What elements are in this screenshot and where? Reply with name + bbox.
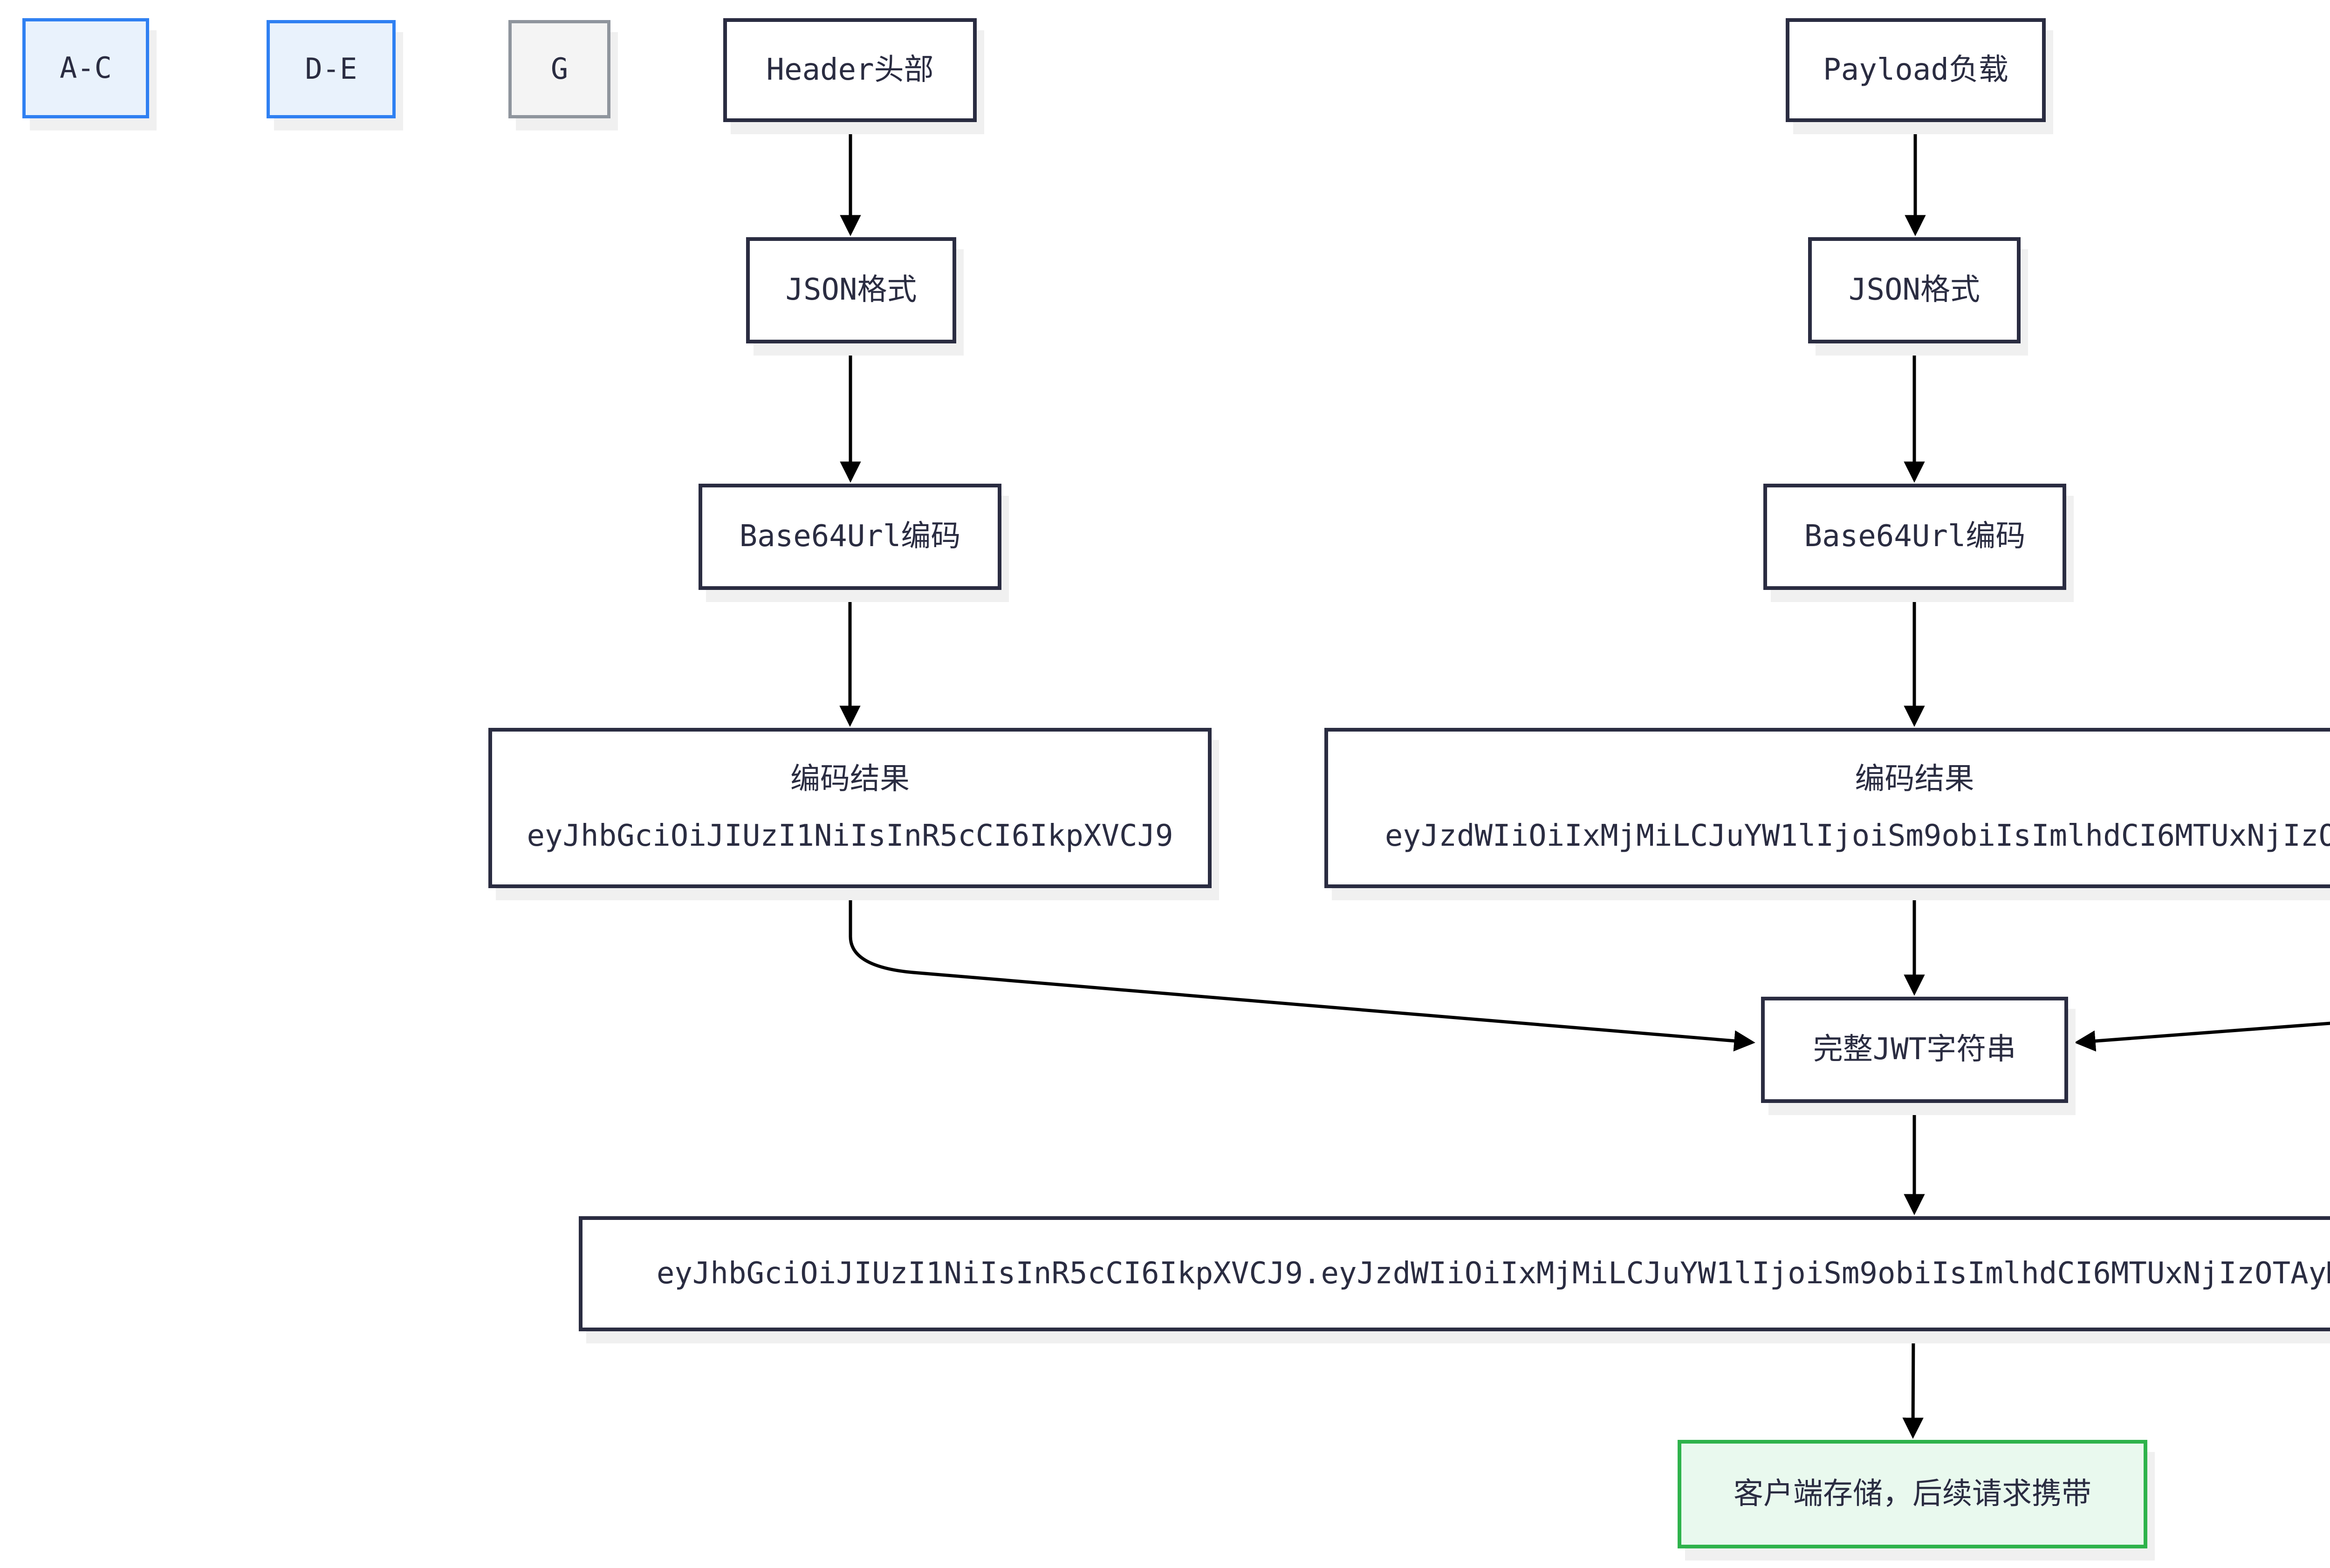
legend-node-d-e: D-E <box>267 20 396 118</box>
legend-node-g: G <box>508 20 610 118</box>
node-payload-encoded-result-value: eyJzdWIiOiIxMjMiLCJuYW1lIjoiSm9obiIsImlh… <box>1384 819 2330 853</box>
node-payload-source-label: Payload负载 <box>1823 52 2008 87</box>
node-payload-base64url-label: Base64Url编码 <box>1804 519 2026 554</box>
node-header-json-format: JSON格式 <box>746 237 956 343</box>
node-header-source: Header头部 <box>723 18 977 122</box>
node-header-source-label: Header头部 <box>766 52 934 87</box>
node-header-encoded-result-value: eyJhbGciOiJIUzI1NiIsInR5cCI6IkpXVCJ9 <box>527 819 1173 853</box>
legend-node-d-e-label: D-E <box>305 52 357 86</box>
node-payload-json-format: JSON格式 <box>1808 237 2021 343</box>
node-complete-jwt-label: 完整JWT字符串 <box>1813 1032 2016 1067</box>
node-header-json-format-label: JSON格式 <box>785 273 917 308</box>
legend-node-a-c: A-C <box>22 18 149 118</box>
node-payload-base64url: Base64Url编码 <box>1763 484 2066 590</box>
node-header-encoded-result-title: 编码结果 <box>790 762 910 797</box>
node-header-encoded-result: 编码结果 eyJhbGciOiJIUzI1NiIsInR5cCI6IkpXVCJ… <box>488 728 1212 888</box>
node-header-base64url: Base64Url编码 <box>699 484 1001 590</box>
node-payload-encoded-result-title: 编码结果 <box>1855 762 1974 797</box>
arrow-enc1-to-jwt <box>849 888 1755 1052</box>
node-payload-encoded-result: 编码结果 eyJzdWIiOiIxMjMiLCJuYW1lIjoiSm9obiI… <box>1324 728 2330 888</box>
node-payload-json-format-label: JSON格式 <box>1848 273 1980 308</box>
legend-node-g-label: G <box>550 52 569 86</box>
node-full-token-string: eyJhbGciOiJIUzI1NiIsInR5cCI6IkpXVCJ9.eyJ… <box>579 1216 2330 1331</box>
arrow-sigres-to-jwt <box>2074 1021 2330 1052</box>
node-client-storage-label: 客户端存储，后续请求携带 <box>1734 1476 2091 1511</box>
node-header-base64url-label: Base64Url编码 <box>739 519 961 554</box>
legend-node-a-c-label: A-C <box>60 51 112 85</box>
node-payload-source: Payload负载 <box>1786 18 2046 122</box>
node-full-token-string-value: eyJhbGciOiJIUzI1NiIsInR5cCI6IkpXVCJ9.eyJ… <box>656 1256 2330 1291</box>
node-client-storage: 客户端存储，后续请求携带 <box>1678 1440 2147 1548</box>
node-complete-jwt: 完整JWT字符串 <box>1761 997 2068 1103</box>
